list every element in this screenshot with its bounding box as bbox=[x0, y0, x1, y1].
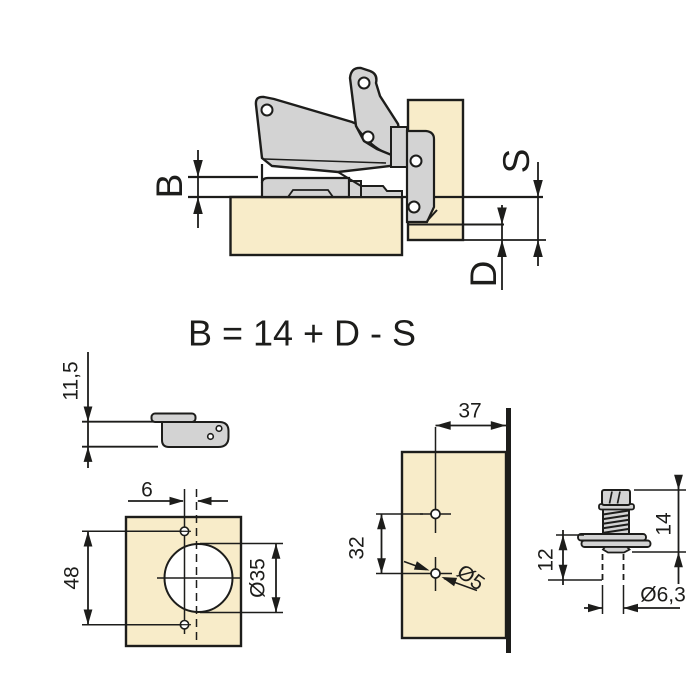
dimension-37: 37 bbox=[435, 399, 506, 430]
dim-label-14: 14 bbox=[652, 512, 675, 536]
dimension-S: S bbox=[496, 149, 543, 266]
arrowhead bbox=[413, 561, 430, 571]
plate-hole-lower bbox=[430, 568, 441, 579]
arrowhead bbox=[558, 535, 568, 551]
dimension-6: 6 bbox=[128, 478, 228, 506]
dimension-48: 48 bbox=[60, 530, 182, 626]
arrowhead bbox=[674, 552, 683, 568]
dim-label-o63: Ø6,3 bbox=[640, 583, 686, 606]
dimension-32: 32 bbox=[345, 513, 423, 575]
plate-side-hole bbox=[206, 432, 215, 441]
arrowhead bbox=[271, 543, 281, 559]
dimension-dowel-diameter: Ø6,3 bbox=[584, 583, 686, 614]
cup-hole-lower bbox=[407, 200, 421, 214]
dim-label-o35: Ø35 bbox=[246, 558, 269, 598]
formula-text: B = 14 + D - S bbox=[188, 313, 416, 354]
arrowhead bbox=[533, 240, 543, 257]
dim-label-D: D bbox=[463, 261, 504, 288]
lever-pivot-hole-top bbox=[357, 76, 371, 90]
dimension-cup-diameter: Ø35 bbox=[200, 542, 283, 614]
plate-hole-upper bbox=[430, 508, 441, 520]
cabinet-panel bbox=[229, 195, 404, 257]
arrowhead bbox=[497, 240, 507, 257]
screw-thread bbox=[602, 509, 630, 534]
hinge-side-view: 11,5 bbox=[59, 352, 230, 468]
door-drilling-pattern-view: 6 48 Ø35 bbox=[60, 478, 283, 648]
dim-label-12: 12 bbox=[534, 548, 557, 571]
dimension-B: B bbox=[149, 150, 203, 228]
mounting-plate-side-profile bbox=[150, 412, 230, 448]
hinge-arm bbox=[254, 95, 399, 174]
cup-hole-upper bbox=[409, 154, 423, 168]
panel-front-edge bbox=[506, 408, 511, 653]
arm-screw-hole bbox=[260, 103, 274, 117]
arrowhead bbox=[197, 496, 212, 506]
dimension-12: 12 bbox=[534, 530, 602, 585]
head-slot bbox=[616, 491, 621, 504]
arrowhead bbox=[193, 160, 203, 177]
arrowhead bbox=[588, 603, 603, 613]
dim-label-48: 48 bbox=[60, 566, 83, 589]
side-panel bbox=[400, 450, 508, 640]
arrowhead bbox=[193, 197, 203, 214]
dim-label-37: 37 bbox=[458, 399, 481, 422]
dimension-14: 14 bbox=[632, 474, 686, 584]
hinge-cross-section-view: B S D bbox=[149, 66, 546, 290]
arrowhead bbox=[674, 474, 683, 490]
hinge-base bbox=[260, 164, 403, 199]
hinge-lever bbox=[348, 66, 403, 158]
dimension-D: D bbox=[463, 205, 507, 290]
arrowhead bbox=[441, 577, 458, 587]
dim-label-B: B bbox=[149, 174, 190, 199]
euro-screw-view: 14 12 Ø6,3 bbox=[534, 474, 686, 614]
head-slot bbox=[608, 491, 613, 504]
screw-flange bbox=[577, 533, 652, 554]
arrowhead bbox=[558, 564, 568, 580]
arrowhead bbox=[623, 603, 638, 613]
lever-pivot-hole-mid bbox=[361, 130, 375, 144]
mounting-plate-drilling-view: 37 32 Ø5 bbox=[345, 399, 511, 653]
dim-label-S: S bbox=[496, 149, 537, 174]
arrowhead bbox=[377, 514, 386, 530]
arrowhead bbox=[435, 421, 451, 430]
arrowhead bbox=[83, 406, 93, 422]
arrowhead bbox=[490, 421, 506, 430]
plate-side-hole bbox=[215, 424, 223, 433]
arrowhead bbox=[497, 207, 507, 225]
arrowhead bbox=[533, 180, 543, 197]
arrowhead bbox=[377, 558, 386, 574]
arrowhead bbox=[169, 496, 184, 506]
dim-label-11-5: 11,5 bbox=[59, 361, 82, 400]
dim-label-32: 32 bbox=[345, 536, 368, 559]
hinge-cup bbox=[390, 126, 438, 224]
arrowhead bbox=[83, 446, 93, 462]
hinge-knuckle bbox=[390, 126, 408, 168]
dim-label-6: 6 bbox=[141, 478, 153, 501]
arrowhead bbox=[83, 531, 93, 547]
arrowhead bbox=[83, 609, 93, 625]
dowel-hidden-outline bbox=[601, 554, 625, 581]
screw-head bbox=[598, 489, 635, 511]
arrowhead bbox=[271, 597, 281, 613]
